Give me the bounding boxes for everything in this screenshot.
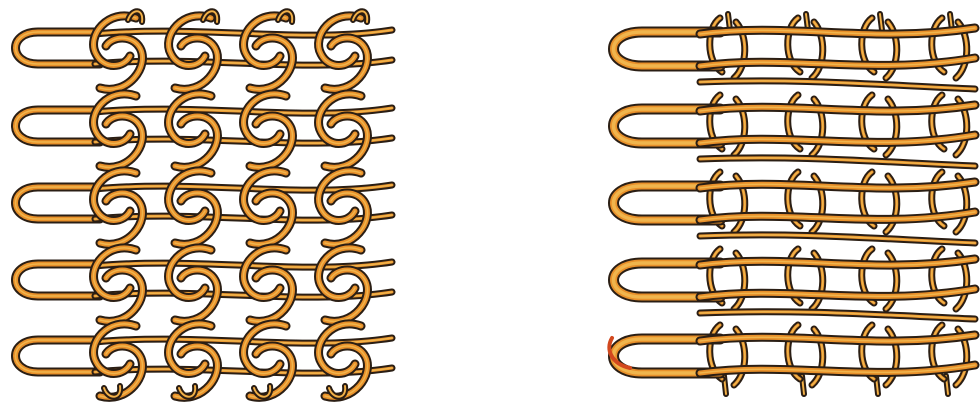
- knit-loop: [319, 171, 368, 244]
- panel-right-knit-structure: [609, 14, 975, 394]
- knit-loop: [94, 171, 143, 244]
- knit-loop: [244, 16, 293, 89]
- diagonal-strand: [700, 235, 975, 243]
- weft-strand: [700, 335, 975, 341]
- knit-loop: [319, 16, 368, 89]
- knit-loop: [169, 94, 218, 167]
- knit-loop: [319, 94, 368, 167]
- weft-strand: [700, 182, 975, 188]
- weft-strand: [700, 365, 975, 373]
- edge-loop: [16, 32, 101, 64]
- knit-loop: [319, 248, 368, 321]
- panel-left-knit-structure: [16, 11, 393, 397]
- weft-strand: [700, 212, 975, 220]
- edge-loop: [16, 264, 101, 296]
- knit-loop: [94, 248, 143, 321]
- diagonal-strand: [700, 81, 975, 89]
- bottom-hook: [179, 386, 195, 397]
- weft-strand: [700, 105, 975, 111]
- edge-loop: [16, 187, 101, 219]
- weft-strand: [700, 58, 975, 66]
- diagonal-strand: [700, 158, 975, 166]
- knit-loop: [94, 16, 143, 89]
- top-tab: [880, 14, 882, 30]
- knit-loop: [169, 248, 218, 321]
- edge-loop: [16, 340, 101, 372]
- bottom-hook: [254, 386, 270, 397]
- bottom-hook: [329, 386, 345, 397]
- weft-strand: [700, 259, 975, 265]
- knit-loop: [94, 94, 143, 167]
- knit-loop: [169, 16, 218, 89]
- weft-strand: [700, 135, 975, 143]
- edge-loop: [16, 110, 101, 142]
- knit-loop: [244, 94, 293, 167]
- weft-strand: [700, 289, 975, 297]
- knit-loop: [244, 171, 293, 244]
- weft-strand: [700, 28, 975, 34]
- bottom-hook: [104, 386, 120, 397]
- knit-loop: [169, 171, 218, 244]
- knit-loop: [244, 248, 293, 321]
- diagonal-strand: [700, 312, 975, 319]
